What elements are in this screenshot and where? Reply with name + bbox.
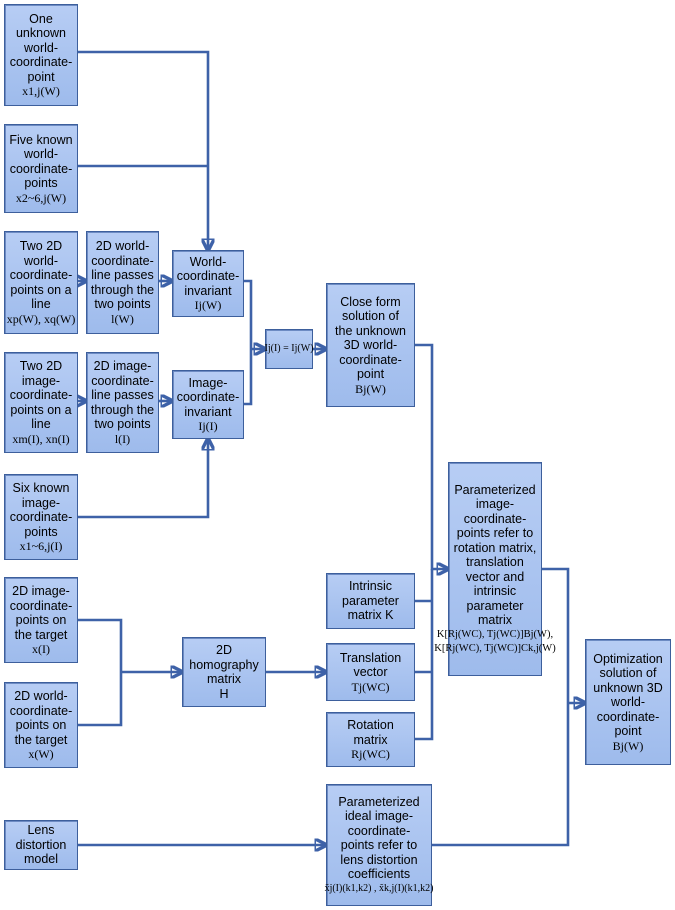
- connector-close-form-to-parameterized: [415, 343, 448, 569]
- connector-unknown-to-world-invariant: [78, 50, 208, 250]
- node-label: Two 2D world- coordinate- points on a li…: [9, 239, 73, 312]
- node-world-target-points: 2D world- coordinate- points on the targ…: [4, 682, 78, 768]
- node-five-known-points: Five known world- coordinate- points x2~…: [4, 124, 78, 213]
- node-label: World- coordinate- invariant: [176, 254, 240, 298]
- node-label: One unknown world- coordinate- point: [9, 11, 73, 84]
- node-label: Optimization solution of unknown 3D worl…: [593, 651, 663, 739]
- node-world-invariant: World- coordinate- invariant Ij(W): [172, 250, 244, 317]
- node-one-unknown-point: One unknown world- coordinate- point x1,…: [4, 4, 78, 106]
- node-label: 2D image- coordinate- line passes throug…: [90, 359, 155, 432]
- node-formula: xm(I), xn(I): [12, 431, 70, 446]
- node-formula: Ij(I) = Ij(W): [264, 343, 314, 354]
- node-formula: x(I): [32, 642, 50, 656]
- node-formula: Tj(WC): [351, 679, 390, 694]
- node-formula: K[Rj(WC), Tj(WC)]Bj(W),: [436, 628, 554, 640]
- node-two-2d-image-points: Two 2D image- coordinate- points on a li…: [4, 352, 78, 453]
- node-label: 2D world- coordinate- line passes throug…: [90, 239, 155, 312]
- connector-matrices-to-trunk: [415, 569, 434, 741]
- connector-targets-to-homography: [78, 618, 182, 727]
- node-image-target-points: 2D image- coordinate- points on the targ…: [4, 577, 78, 663]
- node-formula: l(W): [111, 311, 134, 326]
- connector-invariants-to-equality: [244, 279, 265, 406]
- node-label: Two 2D image- coordinate- points on a li…: [9, 359, 73, 432]
- node-world-line: 2D world- coordinate- line passes throug…: [86, 231, 159, 334]
- node-label: 2D homography matrix H: [189, 643, 259, 701]
- node-formula: x2~6,j(W): [15, 190, 67, 205]
- node-formula: x1,j(W): [22, 84, 60, 99]
- node-two-2d-world-points: Two 2D world- coordinate- points on a li…: [4, 231, 78, 334]
- node-formula: x̃j(I)(k1,k2) , x̃k,j(I)(k1,k2): [324, 882, 434, 894]
- node-formula: l(I): [114, 431, 131, 446]
- node-homography: 2D homography matrix H: [182, 637, 266, 707]
- node-translation-vector: Translation vector Tj(WC): [326, 643, 415, 701]
- node-formula: Ij(I): [198, 419, 218, 434]
- node-formula: Ij(W): [194, 298, 222, 313]
- node-label: Close form solution of the unknown 3D wo…: [335, 294, 406, 382]
- node-intrinsic-matrix: Intrinsic parameter matrix K: [326, 573, 415, 629]
- node-label: Rotation matrix: [347, 718, 394, 747]
- node-parameterized-points: Parameterized image- coordinate- points …: [434, 462, 556, 676]
- node-formula: Bj(W): [612, 738, 644, 753]
- node-rotation-matrix: Rotation matrix Rj(WC): [326, 712, 415, 767]
- node-label: 2D world- coordinate- points on the targ…: [9, 689, 73, 747]
- node-lens-distortion-model: Lens distortion model: [4, 820, 78, 870]
- node-label: Parameterized ideal image- coordinate- p…: [338, 794, 420, 882]
- node-formula: xp(W), xq(W): [6, 311, 76, 326]
- node-label: 2D image- coordinate- points on the targ…: [9, 584, 73, 642]
- node-label: Intrinsic parameter matrix K: [342, 579, 399, 623]
- node-label: Six known image- coordinate- points: [9, 481, 73, 539]
- node-lens-parameterized-points: Parameterized ideal image- coordinate- p…: [324, 784, 434, 906]
- node-formula: Rj(WC): [351, 747, 390, 761]
- node-formula: x1~6,j(I): [19, 539, 63, 553]
- node-close-form-solution: Close form solution of the unknown 3D wo…: [326, 283, 415, 407]
- node-label: Translation vector: [339, 650, 402, 680]
- node-label: Five known world- coordinate- points: [9, 132, 73, 191]
- node-six-known-points: Six known image- coordinate- points x1~6…: [4, 474, 78, 560]
- node-label: Parameterized image- coordinate- points …: [453, 482, 537, 628]
- node-label: Lens distortion model: [15, 823, 67, 867]
- node-formula: x(W): [28, 747, 54, 761]
- node-optimization-solution: Optimization solution of unknown 3D worl…: [585, 639, 671, 765]
- node-formula: Bj(W): [355, 381, 386, 396]
- node-image-invariant: Image- coordinate- invariant Ij(I): [172, 370, 244, 439]
- node-label: Image- coordinate- invariant: [176, 375, 240, 419]
- node-invariant-equality: Ij(I) = Ij(W): [265, 329, 313, 369]
- node-formula-2: K[Rj(WC), Tj(WC)]Ck,j(W): [434, 642, 556, 654]
- node-image-line: 2D image- coordinate- line passes throug…: [86, 352, 159, 453]
